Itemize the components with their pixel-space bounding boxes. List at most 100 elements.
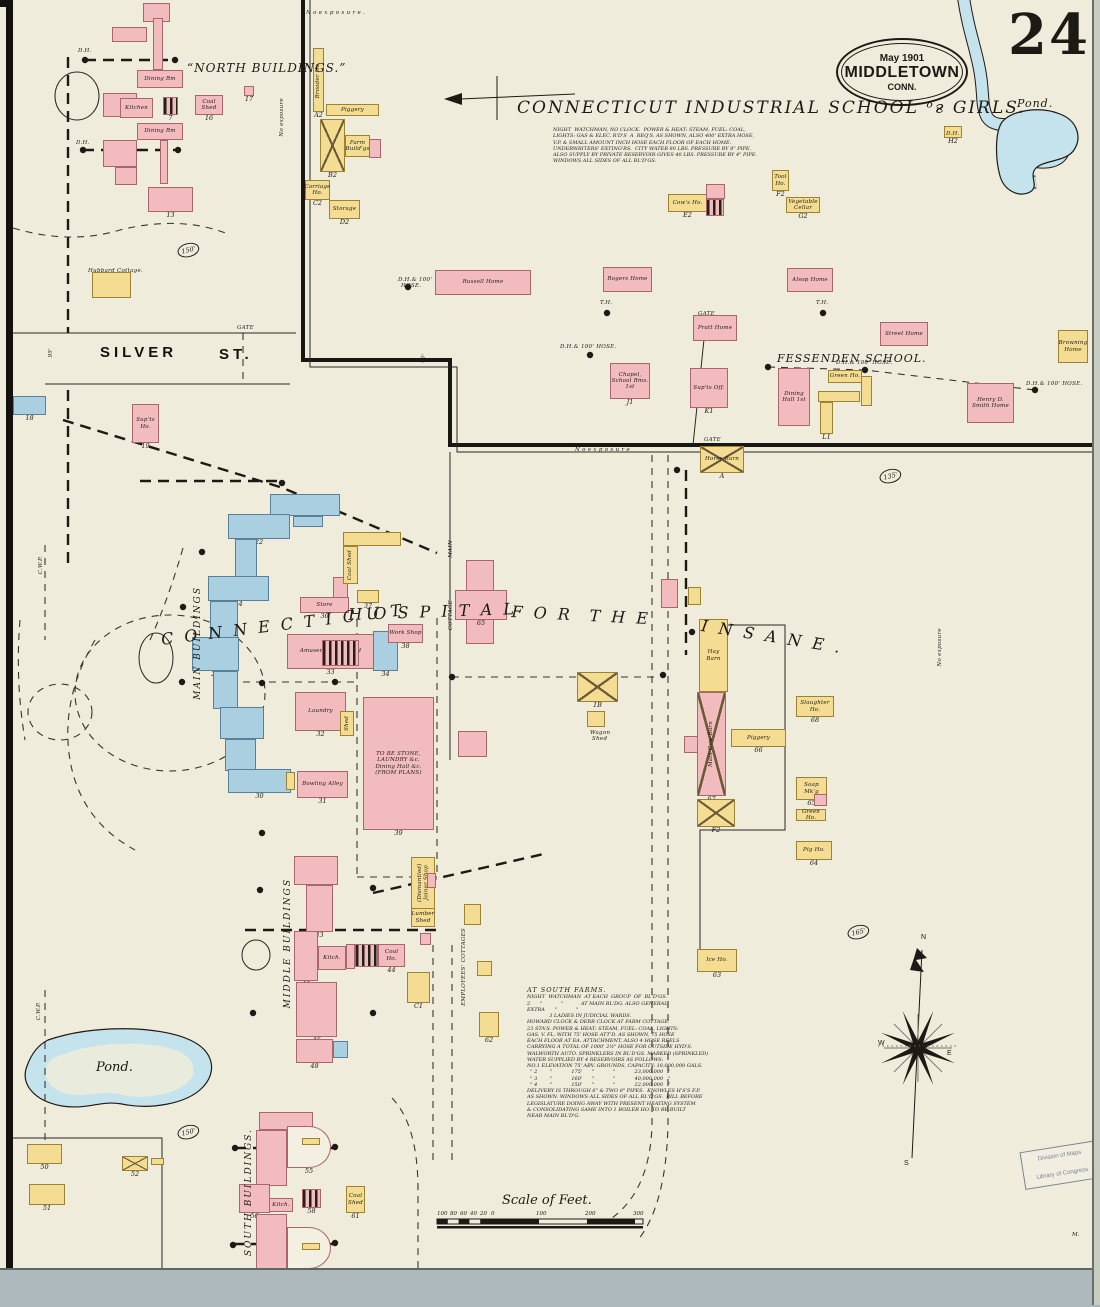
- school-notes: NIGHT WATCHMAN, NO CLOCK. POWER & HEAT: …: [553, 127, 757, 165]
- hydrant-dot: [331, 1143, 339, 1151]
- building-label: Lumber Shed: [411, 911, 435, 924]
- map-label: HOSE.: [401, 283, 422, 289]
- building: Sup'ts Ho.19: [132, 404, 159, 450]
- river: [957, 0, 1079, 195]
- building-label: Coal Shed: [348, 1193, 363, 1206]
- building-label: Kitch.: [272, 1201, 290, 1208]
- building: [346, 944, 355, 969]
- building: [333, 1041, 348, 1058]
- south-farms-notes: AT SOUTH FARMS. NIGHT WATCHMAN AT EACH G…: [527, 986, 709, 1119]
- map-line: [309, 0, 1092, 453]
- hydrant-dot: [331, 1239, 339, 1247]
- hydrant-dot: [249, 1009, 257, 1017]
- building: 26: [192, 637, 239, 678]
- building-label: Sup'ts Ho.: [136, 417, 155, 430]
- building-label: Work Shop: [389, 630, 422, 637]
- building-number: G2: [798, 212, 808, 220]
- building: [92, 272, 131, 298]
- building-label: Coal Shed: [201, 98, 217, 111]
- hydrant-dot: [369, 884, 377, 892]
- building: 42: [294, 856, 338, 892]
- building: 13: [148, 187, 193, 219]
- building-label: Piggery: [341, 106, 364, 113]
- map-line: [13, 1137, 163, 1268]
- building: 1B: [577, 672, 618, 709]
- building: [661, 579, 678, 608]
- building: Coal Shed 61: [346, 1186, 365, 1220]
- map-label: EMPLOYEES' COTTAGES: [461, 928, 467, 1006]
- map-label: D.H.& 100' HOSE.: [1026, 381, 1083, 387]
- building: Lumber Shed: [411, 908, 435, 927]
- building-number: 18: [25, 414, 34, 422]
- building-label: Pratt Home: [697, 324, 733, 331]
- building: Green Ho.: [796, 809, 826, 821]
- hydrant-dot: [256, 886, 264, 894]
- building-number: H2: [948, 137, 958, 145]
- building: B2: [320, 119, 345, 179]
- building: F2: [697, 799, 735, 834]
- map-label: D.H.: [78, 48, 92, 54]
- map-label: FESSENDEN SCHOOL.: [777, 352, 927, 365]
- building: 43: [306, 885, 333, 939]
- map-line: [67, 639, 136, 851]
- building: 27: [213, 671, 238, 716]
- building-number: 22: [254, 538, 264, 546]
- building-number: 44: [387, 966, 396, 974]
- building-number: 39: [394, 829, 403, 837]
- building-number: E2: [683, 211, 692, 219]
- building: [587, 711, 605, 727]
- building-label: Green Ho.: [829, 373, 861, 380]
- hydrant-dot: [258, 679, 266, 687]
- building: 21: [270, 494, 340, 523]
- building: 52: [122, 1156, 148, 1178]
- building-number: 62: [484, 1036, 494, 1044]
- sheet-number: 24: [1008, 2, 1090, 68]
- building-label: Ice Ho.: [706, 957, 728, 964]
- building-number: 66: [754, 746, 763, 754]
- scale-tick: 300: [633, 1211, 644, 1217]
- building: 48: [296, 1039, 333, 1070]
- drive-oval: [54, 71, 100, 121]
- building: 58: [302, 1189, 321, 1215]
- building: [369, 139, 381, 158]
- building: [302, 1243, 320, 1250]
- building: Brooder Ho.A2: [313, 48, 324, 119]
- map-label: COTTAGE: [448, 600, 454, 631]
- hydrant-dot: [764, 363, 772, 371]
- building: Farm Build'gs: [345, 135, 370, 157]
- building: [112, 27, 147, 42]
- map-label: C.W.P.: [38, 556, 44, 575]
- building-label: Chapel, School Rms. 1st: [611, 371, 649, 391]
- map-label: D.H.& 100' HOSE.: [560, 344, 617, 350]
- building: 40: [294, 931, 318, 988]
- building-number: 58: [307, 1207, 316, 1215]
- hydrant-dot: [586, 351, 594, 359]
- hydrant-dot: [688, 628, 696, 636]
- building-number: 68: [810, 716, 820, 724]
- building-number: 61: [351, 1212, 360, 1220]
- building: Pig Ho.64: [796, 841, 832, 867]
- building-number: 51: [42, 1204, 52, 1212]
- building: Coal Shed: [343, 546, 358, 584]
- hydrant-dot: [331, 678, 339, 686]
- building-label: Kitchen: [125, 104, 148, 111]
- building-number: 13: [166, 211, 175, 219]
- building: [286, 772, 295, 790]
- building: H2: [944, 126, 962, 145]
- hydrant-dot: [179, 603, 187, 611]
- building: Henry D. Smith Home: [967, 383, 1014, 423]
- hydrant-dot: [231, 1144, 239, 1152]
- building: L1: [820, 402, 833, 441]
- building-number: 7: [168, 114, 173, 122]
- building: 65: [455, 590, 507, 627]
- building: TO BE STONE, LAUNDRY &c.Dining Hall &c.(…: [363, 697, 434, 837]
- map-label: Pond.: [1017, 97, 1054, 110]
- building-number: 43: [315, 931, 324, 939]
- building: [427, 873, 436, 888]
- drive-oval: [74, 614, 266, 772]
- building: Dining Rm: [137, 123, 183, 140]
